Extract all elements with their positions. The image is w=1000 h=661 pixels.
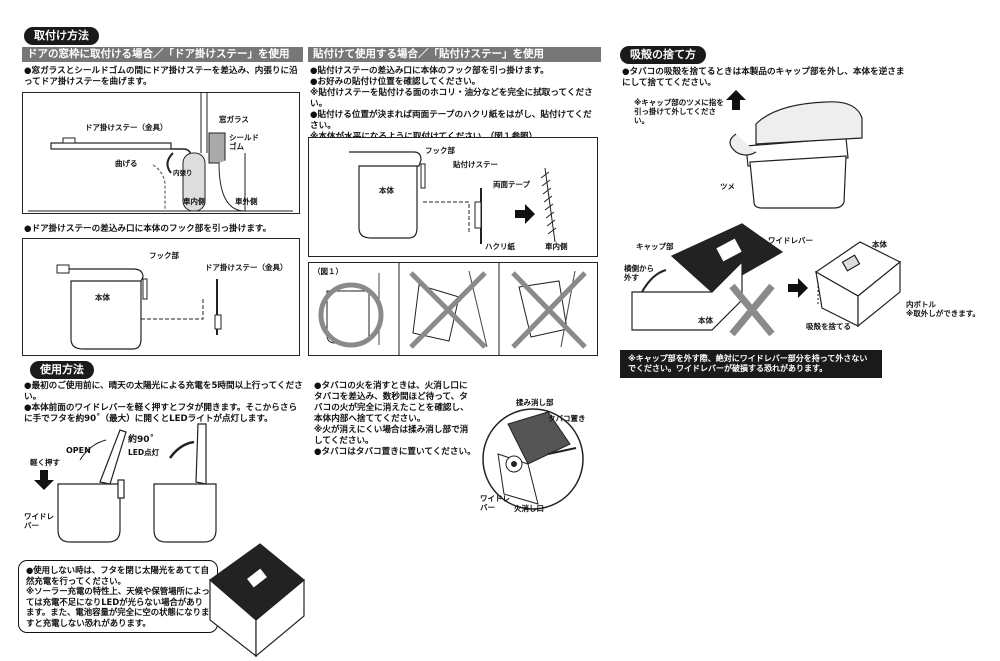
label-side-remove: 横側から外す [624, 264, 654, 282]
remove-cap-illustration [726, 90, 863, 209]
label-body-3: 本体 [698, 316, 713, 325]
label-adhesive-stay: 貼付けステー [453, 160, 498, 169]
extinguish-closeup-illustration [482, 408, 584, 510]
label-cigarette-rest: タバコ置き [548, 414, 586, 423]
door-figure-2: フック部 ドア掛けステー（金具） 本体 [22, 238, 300, 356]
figure-1-panel: （図１） [308, 262, 598, 356]
label-cap-tab-note: ※キャップ部のツメに指を引っ掛けて外してください。 [634, 98, 724, 125]
extinguish-line-1: ●タバコの火を消すときは、火消し口にタバコを差込み、数秒間ほど待って、タバコの火… [314, 381, 469, 424]
figure-1-caption: （図１） [313, 267, 343, 276]
extinguish-line-2: ※火が消えにくい場合は揉み消し部で消してください。 [314, 425, 469, 446]
label-inside-car-2: 車内側 [545, 242, 568, 251]
adhesive-line-4: ●貼付ける位置が決まれば両面テープのハクリ紙をはがし、貼付けてください。 [310, 110, 592, 131]
label-body-4: 本体 [872, 240, 887, 249]
usage-line-1: ●最初のご使用前に、晴天の太陽光による充電を5時間以上行ってください。 [24, 381, 303, 402]
label-claw: ツメ [720, 182, 735, 191]
label-bend: 曲げる [115, 159, 138, 168]
solar-line-1: ●使用しない時は、フタを閉じ太陽光をあてて自然充電を行ってください。 [26, 565, 210, 586]
label-inside-car: 車内側 [183, 197, 206, 206]
door-mount-band: ドアの窓枠に取付ける場合／「ドア掛けステー」を使用 [22, 47, 303, 62]
label-body-2: 本体 [379, 186, 394, 195]
label-wide-lever-3: ワイドレバー [768, 236, 813, 245]
adhesive-mount-band: 貼付けて使用する場合／「貼付けステー」を使用 [308, 47, 601, 62]
label-led-on: LED点灯 [128, 448, 160, 457]
disposal-text: ●タバコの吸殻を捨てるときは本製品のキャップ部を外し、本体を逆さまにして捨ててく… [622, 67, 905, 88]
hook-illustration [56, 264, 222, 350]
label-open: OPEN [66, 446, 91, 455]
label-lining: 内張り [173, 169, 193, 177]
label-body: 本体 [95, 293, 110, 302]
extinguish-steps: ●タバコの火を消すときは、火消し口にタバコを差込み、数秒間ほど待って、タバコの火… [314, 381, 476, 458]
label-door-stay: ドア掛けステー（金具） [85, 123, 168, 132]
open-lid-illustration [34, 423, 217, 543]
solar-charge-note: ●使用しない時は、フタを閉じ太陽光をあてて自然充電を行ってください。 ※ソーラー… [18, 560, 218, 633]
solar-line-2: ※ソーラー充電の特性上、天候や保管場所によっては充電不足になりLEDが光らない場… [26, 586, 210, 628]
adhesive-line-2: ●お好みの貼付け位置を確認してください。 [310, 77, 481, 87]
adhesive-illustration [349, 151, 557, 244]
adhesive-line-1: ●貼付けステーの差込み口に本体のフック部を引っ掛けます。 [310, 66, 549, 76]
label-seal-rubber: シールドゴム [229, 133, 259, 151]
label-inner-removable: ※取外しができます。 [906, 309, 981, 318]
label-hook-2: フック部 [425, 146, 455, 155]
label-window-glass: 窓ガラス [219, 115, 249, 124]
figure-1-illustration [318, 263, 587, 355]
adhesive-steps: ●貼付けステーの差込み口に本体のフック部を引っ掛けます。 ●お好みの貼付け位置を… [310, 66, 600, 143]
label-push-lightly: 軽く押す [30, 458, 60, 467]
label-door-stay-2: ドア掛けステー（金具） [205, 263, 288, 272]
adhesive-line-3: ※貼付けステーを貼付ける面のホコリ・油分などを完全に拭取ってください。 [310, 88, 593, 109]
label-dump-butts: 吸殻を捨てる [806, 322, 851, 331]
label-angle: 約90˚ [128, 435, 155, 445]
label-outside-car: 車外側 [235, 197, 258, 206]
label-wide-lever-2: ワイドレバー [480, 494, 510, 512]
door-figure-1: ドア掛けステー（金具） 窓ガラス シールドゴム 曲げる 内張り 車内側 車外側 [22, 92, 300, 214]
install-heading: 取付け方法 [24, 27, 99, 45]
extinguish-line-3: ●タバコはタバコ置きに置いてください。 [314, 447, 476, 457]
label-crush-area: 揉み消し部 [516, 398, 554, 407]
usage-heading: 使用方法 [30, 361, 94, 379]
cap-warning-note: ※キャップ部を外す際、絶対にワイドレバー部分を持って外さないでください。ワイドレ… [620, 350, 882, 378]
label-extinguish-hole: 火消し口 [514, 504, 544, 513]
label-cap-part: キャップ部 [636, 242, 674, 251]
disposal-heading: 吸殻の捨て方 [620, 46, 706, 64]
usage-steps: ●最初のご使用前に、晴天の太陽光による充電を5時間以上行ってください。 ●本体前… [24, 381, 304, 425]
usage-line-2: ●本体前面のワイドレバーを軽く押すとフタが開きます。そこからさらに手でフタを約9… [24, 403, 298, 424]
dump-illustration [631, 223, 902, 337]
label-wide-lever: ワイドレバー [24, 512, 54, 530]
label-release-liner: ハクリ紙 [485, 242, 515, 251]
door-step1-text: ●窓ガラスとシールドゴムの間にドア掛けステーを差込み、内張りに沿ってドア掛けステ… [24, 66, 298, 87]
door-install-illustration [28, 93, 293, 212]
label-hook: フック部 [149, 251, 179, 260]
adhesive-figure: フック部 貼付けステー 両面テープ 本体 ハクリ紙 車内側 [308, 137, 598, 257]
label-double-tape: 両面テープ [493, 180, 531, 189]
label-inner-bottle: 内ボトル [906, 300, 936, 309]
door-step2-text: ●ドア掛けステーの差込み口に本体のフック部を引っ掛けます。 [24, 224, 272, 234]
closed-product-illustration [209, 543, 305, 658]
